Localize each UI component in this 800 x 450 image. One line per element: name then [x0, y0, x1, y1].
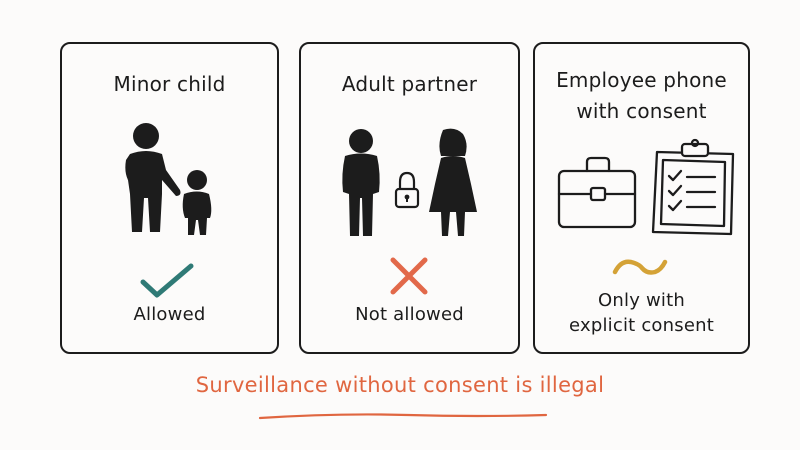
- parent-and-child-icon: [125, 123, 212, 235]
- caption: Surveillance without consent is illegal: [195, 373, 605, 397]
- tilde-icon: [612, 259, 668, 275]
- caption-underline: [258, 413, 548, 420]
- panel-employee-phone: Employee phone with consent Only with ex…: [533, 42, 750, 354]
- panel-title: Minor child: [113, 72, 226, 96]
- cross-icon: [390, 257, 428, 295]
- panel-title-line-2: with consent: [576, 99, 707, 123]
- panel-verdict-line-1: Only with: [598, 290, 685, 311]
- panel-title: Adult partner: [341, 72, 478, 96]
- panel-verdict: Not allowed: [355, 304, 464, 325]
- briefcase-and-clipboard-icon: [557, 138, 735, 236]
- panel-minor-child: Minor child Allowed: [60, 42, 279, 354]
- panel-adult-partner: Adult partner Not allowed: [299, 42, 520, 354]
- checkmark-icon: [140, 263, 194, 298]
- panel-verdict: Allowed: [133, 304, 206, 325]
- panel-verdict-line-2: explicit consent: [569, 315, 714, 336]
- partners-with-lock-icon: [342, 128, 477, 236]
- panel-title-line-1: Employee phone: [556, 68, 727, 92]
